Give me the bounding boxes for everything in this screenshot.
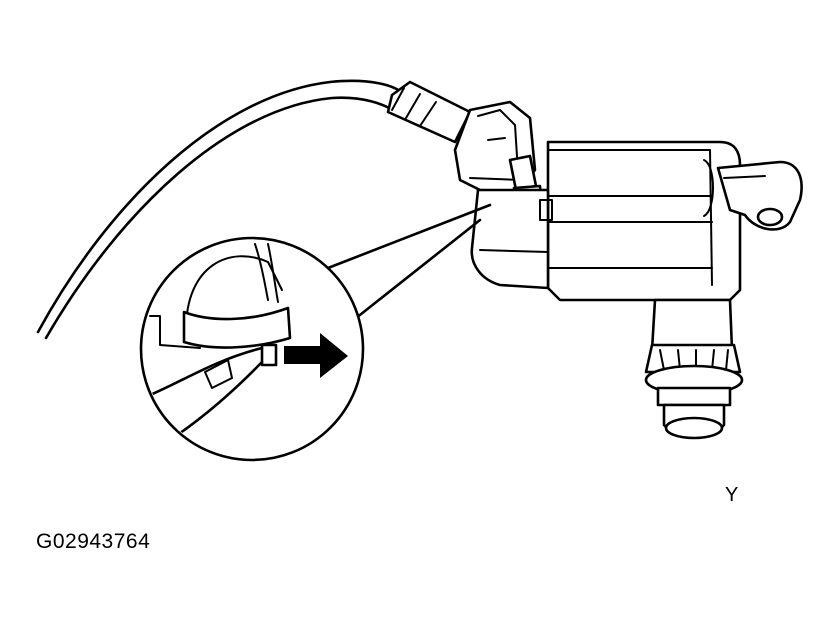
figure-id-label: G02943764	[36, 530, 151, 553]
coil-boot	[644, 298, 744, 440]
mounting-bracket	[716, 160, 803, 231]
wire-boot	[386, 80, 472, 144]
wire-harness	[36, 79, 407, 340]
push-arrow	[284, 333, 348, 378]
coil-housing	[470, 140, 742, 302]
detail-circle	[139, 236, 365, 462]
callout-leader	[326, 203, 492, 328]
view-label: Y	[725, 484, 739, 506]
